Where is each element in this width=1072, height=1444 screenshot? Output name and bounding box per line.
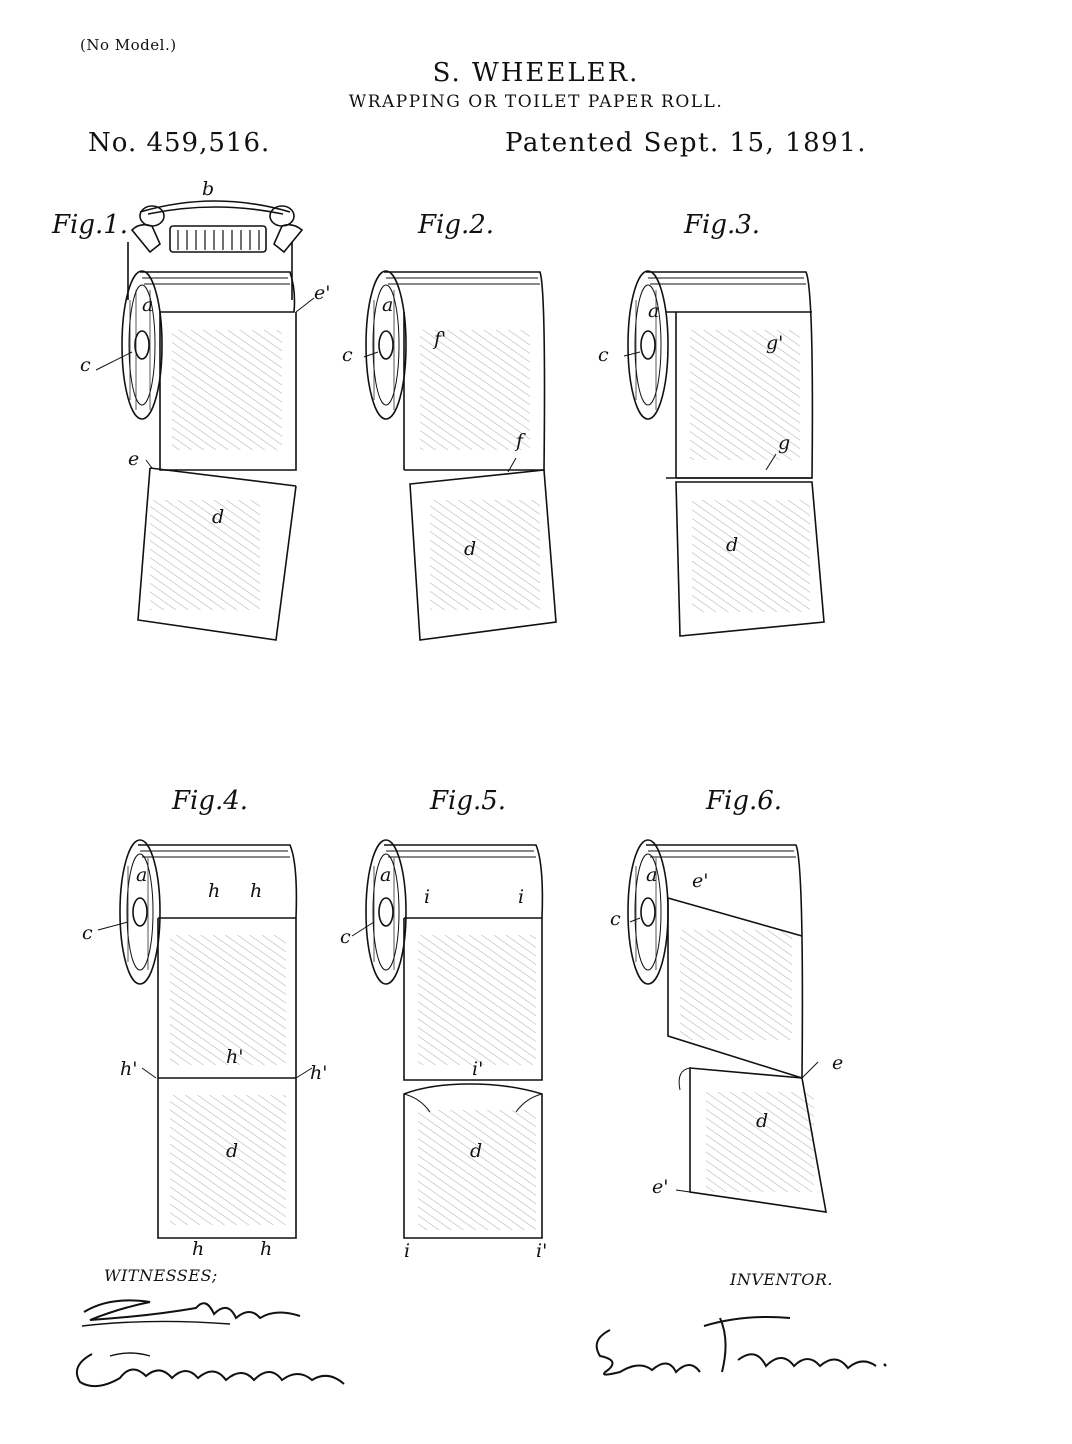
- model-note: (No Model.): [80, 36, 177, 54]
- witnesses-label: WITNESSES;: [104, 1266, 218, 1285]
- witness-signature-2: [77, 1353, 344, 1386]
- fig4-ref-a: a: [136, 864, 148, 886]
- fig5-ref-i-top-1: i: [424, 886, 431, 908]
- fig6-ref-c: c: [610, 908, 621, 930]
- inventor-label: INVENTOR.: [730, 1270, 833, 1289]
- fig4-ref-h-prime-left: h': [120, 1058, 138, 1080]
- fig6-ref-e-prime-bottom: e': [652, 1176, 669, 1198]
- fig6-ref-e: e: [832, 1052, 844, 1074]
- fig4-ref-h-top-1: h: [208, 880, 221, 902]
- inventor-signature: [597, 1317, 886, 1375]
- fig1-ref-a: a: [142, 294, 154, 316]
- fig5-ref-i-bottom-1: i: [404, 1240, 411, 1262]
- figure-3-drawing: [624, 271, 824, 636]
- fig2-ref-a: a: [382, 294, 394, 316]
- fig4-ref-h-prime-right: h': [310, 1062, 328, 1084]
- fig1-ref-e-prime: e': [314, 282, 331, 304]
- figure-6-drawing: [628, 840, 826, 1212]
- fig3-ref-a: a: [648, 300, 660, 322]
- fig1-ref-c: c: [80, 354, 91, 376]
- fig4-ref-h-prime-mid: h': [226, 1046, 244, 1068]
- fig2-ref-f-prime: f': [434, 328, 447, 350]
- figure-1-drawing: [96, 201, 314, 640]
- patent-number: No. 459,516.: [88, 128, 271, 158]
- fig3-ref-g-prime: g': [766, 332, 784, 354]
- figure-6-label: Fig.6.: [706, 786, 783, 816]
- fig6-ref-d: d: [756, 1110, 769, 1132]
- figure-3-label: Fig.3.: [684, 210, 761, 240]
- fig4-ref-d: d: [226, 1140, 239, 1162]
- fig6-ref-e-prime-top: e': [692, 870, 709, 892]
- fig1-ref-d: d: [212, 506, 225, 528]
- fig5-ref-i-bottom-2: i': [536, 1240, 548, 1262]
- fig4-ref-h-bottom-1: h: [192, 1238, 205, 1260]
- figure-5-drawing: [352, 840, 542, 1238]
- fig1-ref-b: b: [202, 178, 215, 200]
- fig1-ref-e: e: [128, 448, 140, 470]
- fig4-ref-c: c: [82, 922, 93, 944]
- figure-5-label: Fig.5.: [430, 786, 507, 816]
- figure-1-label: Fig.1.: [52, 210, 129, 240]
- fig3-ref-c: c: [598, 344, 609, 366]
- fig6-ref-a: a: [646, 864, 658, 886]
- fig5-ref-a: a: [380, 864, 392, 886]
- patent-title: WRAPPING OR TOILET PAPER ROLL.: [348, 92, 724, 112]
- figure-4-drawing: [98, 840, 312, 1238]
- fig3-ref-g: g: [778, 432, 791, 454]
- patent-date: Patented Sept. 15, 1891.: [505, 128, 868, 158]
- figure-2-label: Fig.2.: [418, 210, 495, 240]
- fig5-ref-i-prime: i': [472, 1058, 484, 1080]
- fig2-ref-d: d: [464, 538, 477, 560]
- witness-signature-1: [82, 1300, 300, 1326]
- fig5-ref-d: d: [470, 1140, 483, 1162]
- inventor-name: S. WHEELER.: [432, 58, 640, 88]
- fig4-ref-h-top-2: h: [250, 880, 263, 902]
- figure-2-drawing: [364, 271, 556, 640]
- fig3-ref-d: d: [726, 534, 739, 556]
- fig4-ref-h-bottom-2: h: [260, 1238, 273, 1260]
- figure-4-label: Fig.4.: [172, 786, 249, 816]
- fig2-ref-f: f: [516, 430, 524, 452]
- fig5-ref-c: c: [340, 926, 351, 948]
- fig5-ref-i-top-2: i: [518, 886, 525, 908]
- fig2-ref-c: c: [342, 344, 353, 366]
